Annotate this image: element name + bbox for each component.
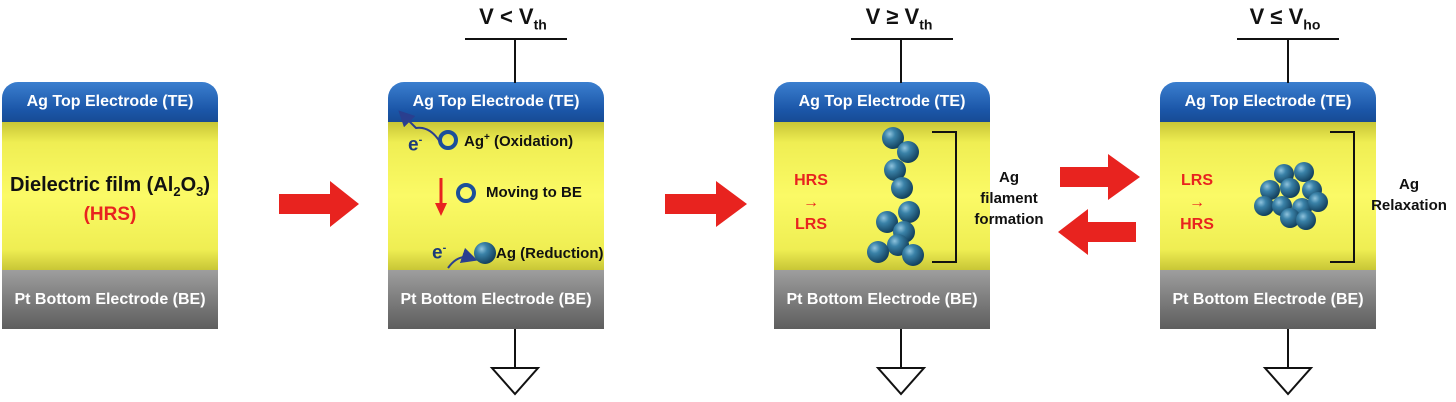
top-electrode: Ag Top Electrode (TE) bbox=[774, 82, 990, 122]
electron-label: e- bbox=[432, 242, 447, 264]
ag-filament-icon bbox=[867, 127, 924, 266]
reset-arrow-icon bbox=[1058, 209, 1136, 255]
top-electrode: Ag Top Electrode (TE) bbox=[2, 82, 218, 122]
bracket-icon bbox=[932, 131, 957, 263]
bottom-electrode: Pt Bottom Electrode (BE) bbox=[1160, 270, 1376, 329]
electron-path-icon bbox=[398, 110, 441, 143]
ground-icon bbox=[489, 329, 1314, 396]
ag-ion-icon bbox=[438, 130, 458, 150]
voltage-label: V < Vth bbox=[479, 4, 547, 33]
device-panel-oxidation: Ag Top Electrode (TE) e- Ag+ (Oxidation)… bbox=[388, 82, 604, 329]
device-panel-initial: Ag Top Electrode (TE) Dielectric film (A… bbox=[2, 82, 218, 329]
reduction-label: Ag (Reduction) bbox=[496, 245, 604, 262]
state-transition: HRS→LRS bbox=[794, 172, 828, 233]
dielectric-film: e- Ag+ (Oxidation) Moving to BE e- Ag (R… bbox=[388, 122, 604, 270]
state-transition: LRS→HRS bbox=[1180, 172, 1214, 233]
bottom-electrode: Pt Bottom Electrode (BE) bbox=[2, 270, 218, 329]
film-label: Dielectric film (Al2O3) bbox=[9, 174, 211, 199]
process-arrow-icon bbox=[665, 181, 747, 227]
bracket-icon bbox=[1330, 131, 1355, 263]
ag-cluster-icon bbox=[1254, 162, 1328, 230]
ag-atom-icon bbox=[474, 242, 496, 264]
electron-label: e- bbox=[408, 134, 423, 156]
oxidation-label: Ag+ (Oxidation) bbox=[464, 132, 574, 150]
top-electrode: Ag Top Electrode (TE) bbox=[1160, 82, 1376, 122]
voltage-label: V ≤ Vho bbox=[1249, 4, 1321, 33]
moving-label: Moving to BE bbox=[486, 184, 582, 201]
dielectric-film: Dielectric film (Al2O3) (HRS) bbox=[2, 122, 218, 270]
set-arrow-icon bbox=[1060, 154, 1140, 200]
top-electrode: Ag Top Electrode (TE) bbox=[388, 82, 604, 122]
electron-path-icon bbox=[447, 247, 478, 269]
voltage-label: V ≥ Vth bbox=[865, 4, 933, 33]
bottom-electrode: Pt Bottom Electrode (BE) bbox=[774, 270, 990, 329]
state-label: (HRS) bbox=[83, 204, 137, 225]
process-arrow-icon bbox=[279, 181, 359, 227]
ag-ion-icon bbox=[456, 183, 476, 203]
voltage-terminal-icon bbox=[465, 38, 1339, 83]
bottom-electrode: Pt Bottom Electrode (BE) bbox=[388, 270, 604, 329]
